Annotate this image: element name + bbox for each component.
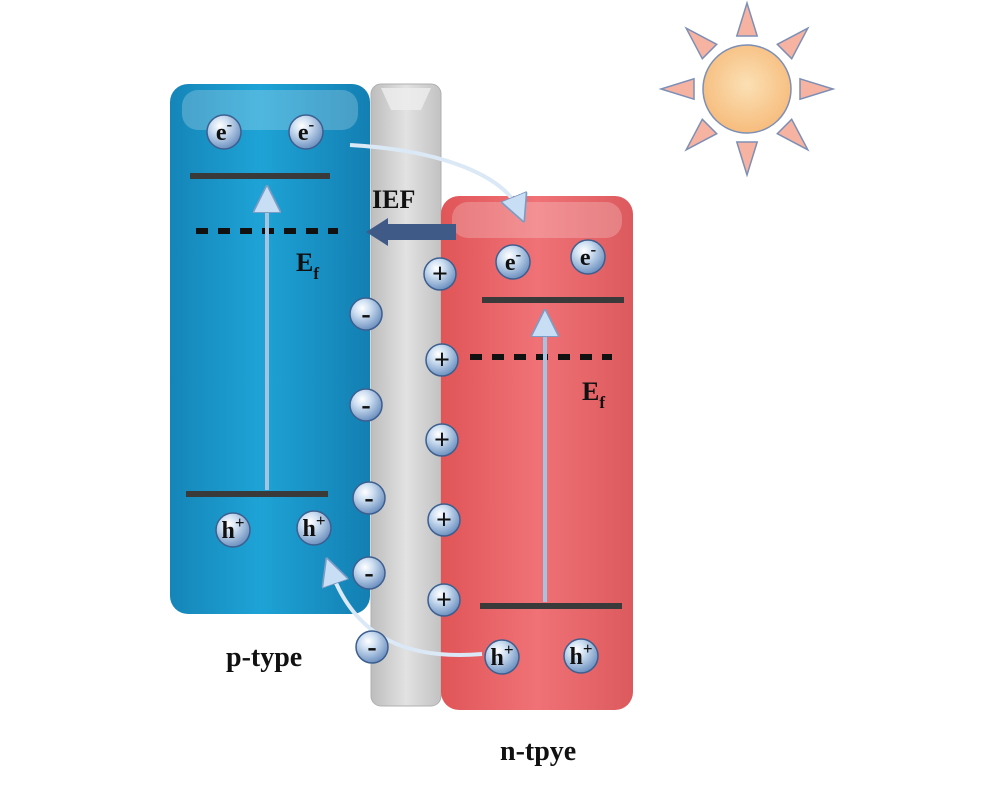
svg-text:h+: h+ xyxy=(221,513,244,544)
svg-text:e-: e- xyxy=(505,245,522,276)
n-fermi-label: Ef xyxy=(582,377,605,412)
svg-text:-: - xyxy=(364,558,373,589)
svg-text:-: - xyxy=(361,390,370,421)
svg-text:+: + xyxy=(432,259,448,290)
charge-carriers: e-e-e-e-h+ h+ h+ h+ - - - - - + + + + + xyxy=(206,114,606,675)
svg-text:+: + xyxy=(436,585,452,616)
sun-icon xyxy=(658,0,836,178)
svg-text:-: - xyxy=(364,483,373,514)
svg-text:h+: h+ xyxy=(569,639,592,670)
electron-icon: e- xyxy=(206,114,242,150)
negative-charge-icon: - xyxy=(352,556,386,590)
svg-text:+: + xyxy=(434,345,450,376)
electron-icon: e- xyxy=(288,114,324,150)
positive-charge-icon: + xyxy=(427,583,461,617)
svg-text:h+: h+ xyxy=(302,511,325,542)
negative-charge-icon: - xyxy=(352,481,386,515)
negative-charge-icon: - xyxy=(349,297,383,331)
positive-charge-icon: + xyxy=(425,343,459,377)
hole-icon: h+ xyxy=(563,638,599,674)
svg-text:+: + xyxy=(436,505,452,536)
sun-ray xyxy=(776,26,810,60)
ief-arrow xyxy=(366,218,456,246)
sun-body xyxy=(702,44,792,134)
hole-icon: h+ xyxy=(484,639,520,675)
sun-ray xyxy=(658,77,695,101)
svg-text:+: + xyxy=(434,425,450,456)
svg-text:e-: e- xyxy=(298,115,315,146)
n-type-region xyxy=(441,196,633,710)
sun-ray xyxy=(735,141,759,178)
sun-ray xyxy=(776,118,810,152)
svg-text:-: - xyxy=(361,299,370,330)
positive-charge-icon: + xyxy=(425,423,459,457)
sun-ray xyxy=(684,118,718,152)
svg-text:e-: e- xyxy=(580,240,597,271)
electron-icon: e- xyxy=(570,239,606,275)
sun-ray xyxy=(684,26,718,60)
sun-ray xyxy=(735,0,759,37)
hole-icon: h+ xyxy=(296,510,332,546)
negative-charge-icon: - xyxy=(355,630,389,664)
hole-transfer-arrow xyxy=(330,568,483,657)
interface-layer xyxy=(370,83,442,707)
ief-label: IEF xyxy=(372,185,415,214)
electron-icon: e- xyxy=(495,244,531,280)
electron-transfer-arrow xyxy=(349,143,520,212)
n-type-label: n-tpye xyxy=(500,736,576,767)
p-type-label: p-type xyxy=(226,642,302,673)
svg-text:-: - xyxy=(367,632,376,663)
positive-charge-icon: + xyxy=(423,257,457,291)
hole-icon: h+ xyxy=(215,512,251,548)
svg-text:h+: h+ xyxy=(490,640,513,671)
p-type-region xyxy=(170,84,370,614)
sun-ray xyxy=(799,77,836,101)
negative-charge-icon: - xyxy=(349,388,383,422)
p-fermi-label: Ef xyxy=(296,248,319,283)
positive-charge-icon: + xyxy=(427,503,461,537)
svg-text:e-: e- xyxy=(216,115,233,146)
